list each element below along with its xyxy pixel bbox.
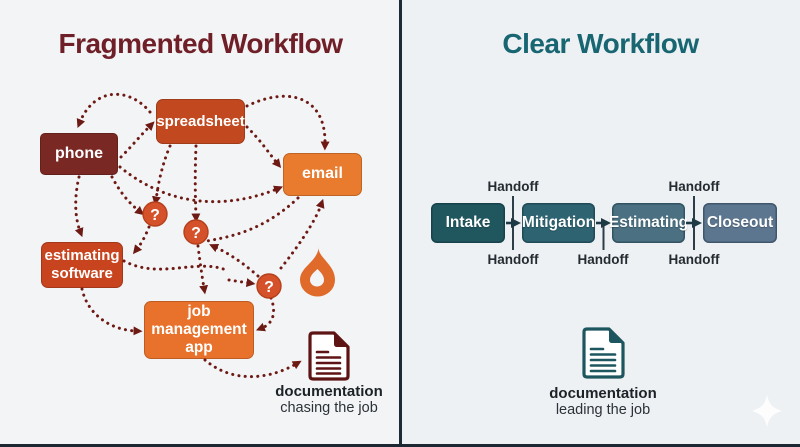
handoff-label: Handoff [487, 179, 539, 194]
doc-caption-right-sub: leading the job [555, 402, 651, 418]
handoff-label: Handoff [487, 252, 539, 267]
step-intake: Intake [431, 203, 505, 243]
fragmented-panel: Fragmented Workflow [58, 28, 343, 59]
fragmented-title: Fragmented Workflow [58, 28, 343, 59]
clear-title: Clear Workflow [502, 28, 699, 59]
bottom-bar [0, 444, 800, 447]
doc-caption-right: documentation leading the job [549, 385, 657, 418]
step-estimating: Estimating [609, 203, 688, 243]
handoff-label: Handoff [668, 252, 720, 267]
step-closeout: Closeout [703, 203, 777, 243]
node-phone: phone [40, 133, 118, 175]
node-spreadsheet: spreadsheet [156, 99, 245, 144]
doc-caption-left-sub: chasing the job [280, 400, 378, 416]
node-email: email [283, 153, 362, 196]
panel-divider [399, 0, 402, 447]
node-estimating-software: estimating software [41, 242, 123, 288]
step-mitigation: Mitigation [522, 203, 595, 243]
handoff-label: Handoff [577, 252, 629, 267]
doc-caption-left-title: documentation [275, 383, 383, 400]
node-job-management-app: job management app [144, 301, 254, 359]
doc-caption-left: documentation chasing the job [275, 383, 383, 416]
doc-caption-right-title: documentation [549, 385, 657, 402]
handoff-label: Handoff [668, 179, 720, 194]
